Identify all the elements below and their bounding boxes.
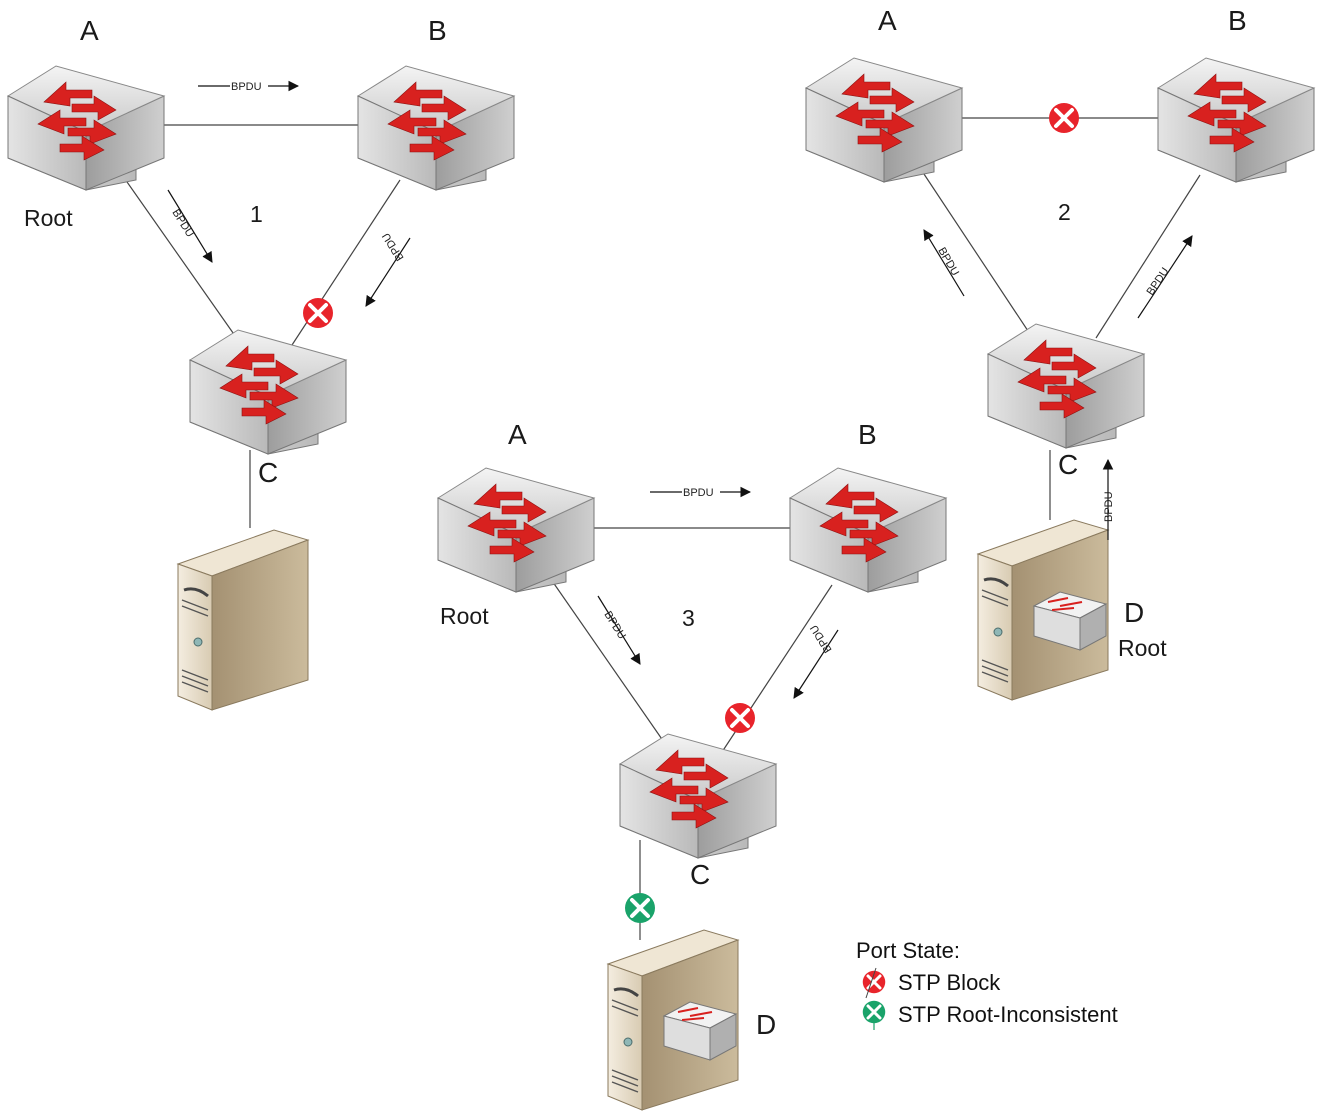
switch-a-label: A <box>80 15 99 46</box>
bpdu-label-a-b: BPDU <box>683 487 714 499</box>
scenario-number: 2 <box>1058 199 1071 225</box>
switch-a-label: A <box>508 419 527 450</box>
bpdu-arrow-b-c <box>365 237 411 307</box>
switch-b <box>1157 57 1315 183</box>
switch-b-label: B <box>428 15 447 46</box>
switch-b-label: B <box>1228 5 1247 36</box>
switch-c-label: C <box>690 859 710 890</box>
switch-c-label: C <box>258 457 278 488</box>
switch-a <box>7 65 165 191</box>
bpdu-label-a-b: BPDU <box>231 81 262 93</box>
switch-a-label: A <box>878 5 897 36</box>
link-a-c <box>547 574 667 746</box>
switch-c <box>189 329 347 455</box>
stp-root-inconsistent-marker <box>623 891 657 925</box>
link-a-c <box>119 171 239 341</box>
bpdu-arrow-a-c <box>597 595 641 665</box>
root-label: Root <box>440 603 489 629</box>
bpdu-label-c-a: BPDU <box>935 246 961 279</box>
legend-block-label: STP Block <box>898 970 1001 995</box>
bpdu-label-d-c: BPDU <box>1103 491 1115 522</box>
bpdu-label-b-c: BPDU <box>808 622 834 654</box>
bpdu-label-b-c: BPDU <box>380 230 406 262</box>
legend-root-inconsistent-label: STP Root-Inconsistent <box>898 1002 1118 1027</box>
bpdu-arrow-c-a <box>923 229 965 297</box>
switch-b-label: B <box>858 419 877 450</box>
bpdu-arrow-a-c <box>167 189 213 263</box>
bpdu-arrow-c-b <box>1137 235 1193 319</box>
scenario-number: 1 <box>250 201 263 227</box>
switch-c-label: C <box>1058 449 1078 480</box>
scenario-number: 3 <box>682 605 695 631</box>
stp-block-marker <box>301 296 335 330</box>
server <box>176 528 310 712</box>
bpdu-label-a-c: BPDU <box>169 207 195 239</box>
switch-a <box>805 57 963 183</box>
server-d-label: D <box>1124 597 1144 628</box>
bpdu-arrow-b-c <box>793 629 839 699</box>
switch-c <box>619 733 777 859</box>
bpdu-label-c-b: BPDU <box>1145 266 1172 298</box>
legend: Port State: STP Block STP Root-Inconsist… <box>856 938 1118 1030</box>
root-label: Root <box>24 205 73 231</box>
stp-block-marker <box>723 701 757 735</box>
switch-a <box>437 467 595 593</box>
switch-c <box>987 323 1145 449</box>
bpdu-label-a-c: BPDU <box>601 609 627 641</box>
scenario-1: A B C Root 1 BPDU BPDU BPDU <box>7 15 515 712</box>
scenario-2: A B C D Root 2 BPDU BPDU BPDU <box>805 5 1315 702</box>
server-d-label: D <box>756 1009 776 1040</box>
legend-root-inconsistent-icon <box>861 999 887 1025</box>
stp-block-marker <box>1047 101 1081 135</box>
switch-b <box>357 65 515 191</box>
switch-b <box>789 467 947 593</box>
legend-title: Port State: <box>856 938 960 963</box>
root-label: Root <box>1118 635 1167 661</box>
link-b-c <box>1095 174 1201 339</box>
link-a-c <box>917 164 1035 341</box>
